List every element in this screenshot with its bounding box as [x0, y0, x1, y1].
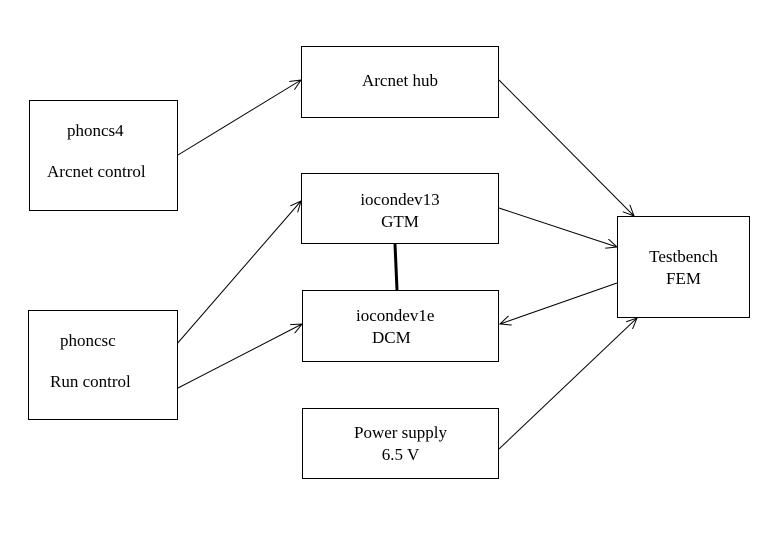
node-arcnet-hub: Arcnet hub	[301, 46, 499, 118]
node-phoncs4-name: phoncs4	[67, 121, 124, 140]
node-testbench-role: FEM	[666, 269, 701, 288]
node-phoncs4: phoncs4 Arcnet control	[29, 100, 178, 211]
node-phoncsc-role: Run control	[50, 372, 131, 391]
node-iocondev13-role: GTM	[381, 212, 419, 231]
edge-phoncs4-to-arcnet-hub	[177, 80, 301, 156]
edge-iocondev13-to-testbench	[498, 207, 617, 247]
edge-power-supply-to-testbench	[498, 318, 637, 450]
edge-arcnet-hub-to-testbench	[498, 79, 634, 216]
node-phoncs4-role: Arcnet control	[47, 162, 146, 181]
node-iocondev1e-name: iocondev1e	[356, 306, 435, 325]
node-power-supply-value: 6.5 V	[381, 445, 420, 464]
node-iocondev13-name: iocondev13	[360, 190, 440, 209]
node-testbench-name: Testbench	[649, 247, 718, 266]
node-iocondev1e: iocondev1e DCM	[302, 290, 499, 362]
edge-phoncsc-to-iocondev1e	[177, 324, 302, 389]
node-power-supply-name: Power supply	[353, 423, 448, 442]
edge-iocondev13-to-iocondev1e	[393, 243, 399, 291]
node-power-supply: Power supply 6.5 V	[302, 408, 499, 479]
node-phoncsc-name: phoncsc	[60, 331, 116, 350]
node-iocondev1e-role: DCM	[372, 328, 411, 347]
edge-phoncsc-to-iocondev13	[175, 201, 301, 346]
node-iocondev13: iocondev13 GTM	[301, 173, 499, 244]
node-phoncsc: phoncsc Run control	[28, 310, 178, 420]
node-arcnet-hub-name: Arcnet hub	[361, 71, 438, 90]
node-testbench: Testbench FEM	[617, 216, 750, 318]
edge-testbench-to-iocondev1e	[500, 282, 618, 324]
